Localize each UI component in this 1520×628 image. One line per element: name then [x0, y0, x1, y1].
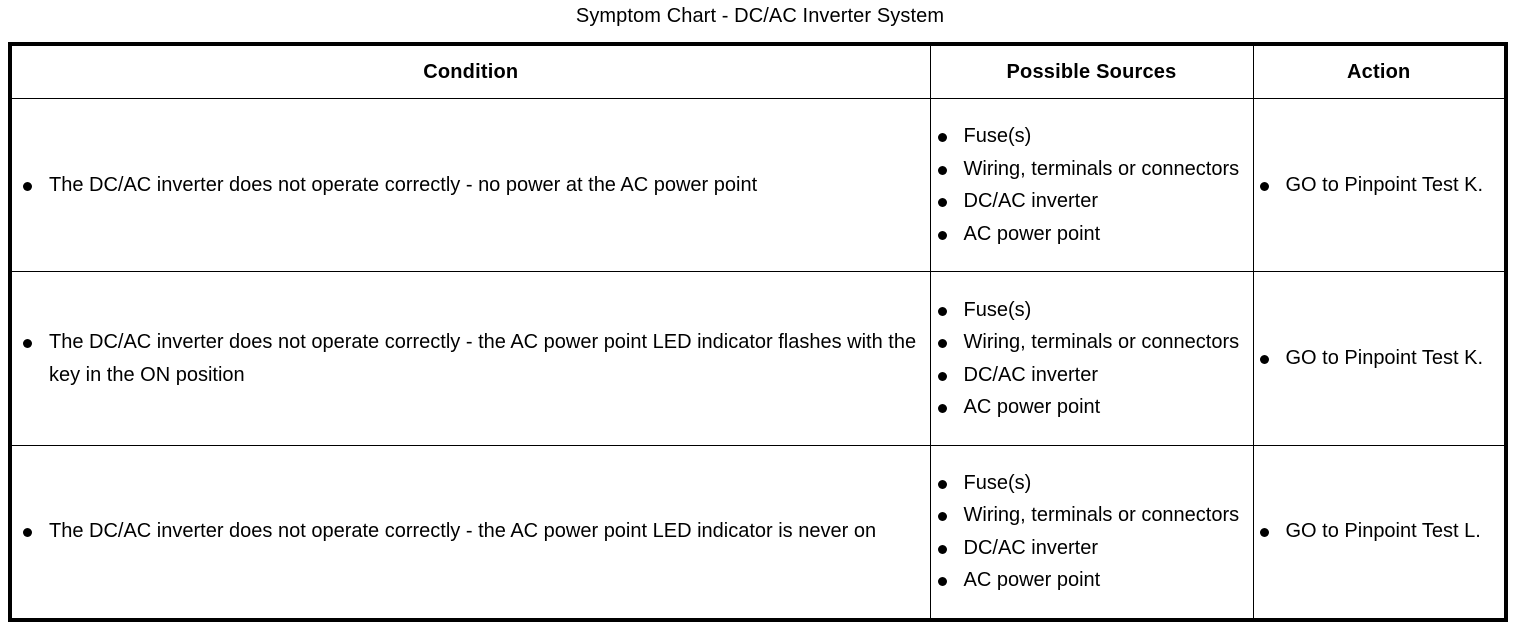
list-item: DC/AC inverter: [931, 359, 1253, 392]
list-item: AC power point: [931, 218, 1253, 251]
list-item: GO to Pinpoint Test K.: [1254, 169, 1505, 202]
cell-condition: The DC/AC inverter does not operate corr…: [12, 271, 931, 446]
condition-list: The DC/AC inverter does not operate corr…: [12, 326, 930, 392]
table-header-row: Condition Possible Sources Action: [12, 46, 1504, 99]
list-item: GO to Pinpoint Test L.: [1254, 515, 1505, 548]
cell-condition: The DC/AC inverter does not operate corr…: [12, 97, 931, 273]
table-row: The DC/AC inverter does not operate corr…: [12, 97, 1505, 273]
list-item: DC/AC inverter: [931, 532, 1253, 565]
list-item: AC power point: [931, 564, 1253, 597]
possible-sources-list: Fuse(s) Wiring, terminals or connectors …: [931, 294, 1253, 424]
list-item: Wiring, terminals or connectors: [931, 326, 1253, 359]
cell-possible-sources: Fuse(s) Wiring, terminals or connectors …: [929, 444, 1254, 618]
list-item: The DC/AC inverter does not operate corr…: [12, 515, 930, 548]
list-item: AC power point: [931, 391, 1253, 424]
list-item: The DC/AC inverter does not operate corr…: [12, 326, 930, 392]
table-body: The DC/AC inverter does not operate corr…: [12, 97, 1505, 618]
list-item: Fuse(s): [931, 120, 1253, 153]
list-item: Wiring, terminals or connectors: [931, 499, 1253, 532]
cell-possible-sources: Fuse(s) Wiring, terminals or connectors …: [929, 271, 1254, 446]
table-header: Condition Possible Sources Action: [12, 46, 1504, 99]
table-row: The DC/AC inverter does not operate corr…: [12, 271, 1505, 446]
cell-action: GO to Pinpoint Test K.: [1252, 97, 1505, 273]
condition-list: The DC/AC inverter does not operate corr…: [12, 515, 930, 548]
cell-possible-sources: Fuse(s) Wiring, terminals or connectors …: [929, 97, 1254, 273]
possible-sources-list: Fuse(s) Wiring, terminals or connectors …: [931, 120, 1253, 250]
list-item: Fuse(s): [931, 467, 1253, 500]
list-item: The DC/AC inverter does not operate corr…: [12, 169, 930, 202]
column-header-condition: Condition: [12, 46, 931, 99]
cell-action: GO to Pinpoint Test L.: [1252, 444, 1505, 618]
list-item: Wiring, terminals or connectors: [931, 153, 1253, 186]
list-item: GO to Pinpoint Test K.: [1254, 342, 1505, 375]
column-header-possible-sources: Possible Sources: [929, 46, 1254, 99]
symptom-chart-table-frame: Condition Possible Sources Action The DC…: [8, 42, 1508, 622]
cell-action: GO to Pinpoint Test K.: [1252, 271, 1505, 446]
table-row: The DC/AC inverter does not operate corr…: [12, 444, 1505, 618]
action-list: GO to Pinpoint Test L.: [1254, 515, 1505, 548]
action-list: GO to Pinpoint Test K.: [1254, 169, 1505, 202]
symptom-chart-table: Condition Possible Sources Action The DC…: [12, 46, 1504, 618]
column-header-action: Action: [1252, 46, 1504, 99]
cell-condition: The DC/AC inverter does not operate corr…: [12, 444, 931, 618]
list-item: DC/AC inverter: [931, 185, 1253, 218]
condition-list: The DC/AC inverter does not operate corr…: [12, 169, 930, 202]
page-title: Symptom Chart - DC/AC Inverter System: [575, 5, 945, 27]
list-item: Fuse(s): [931, 294, 1253, 327]
action-list: GO to Pinpoint Test K.: [1254, 342, 1505, 375]
possible-sources-list: Fuse(s) Wiring, terminals or connectors …: [931, 467, 1253, 597]
